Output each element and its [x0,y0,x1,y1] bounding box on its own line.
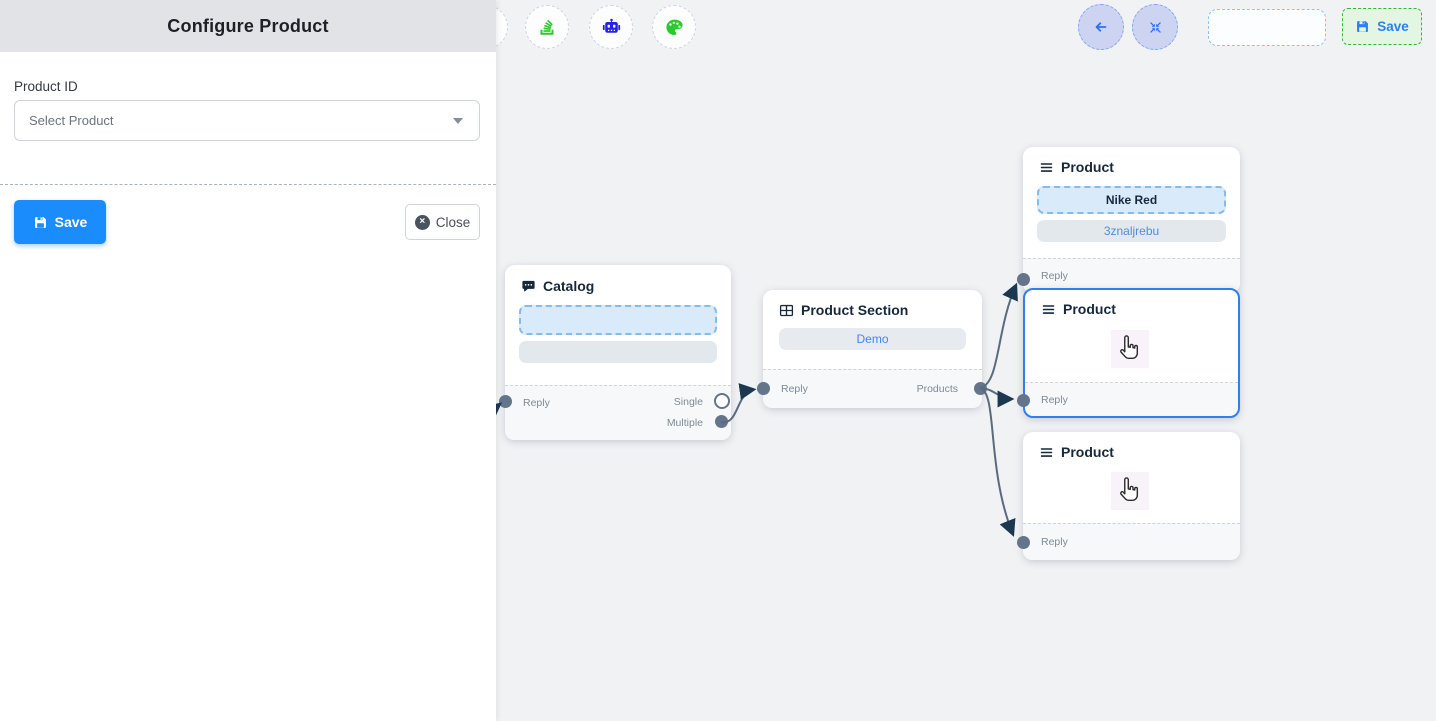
product-1-reply-handle[interactable] [1016,272,1030,286]
handle-label-reply: Reply [523,397,550,409]
toolbar-hidden-button[interactable] [496,5,508,49]
node-title: Product [1061,444,1114,460]
save-floppy-icon [34,216,46,228]
empty-drop-slot[interactable] [1208,9,1326,46]
handle-label-reply: Reply [1041,270,1068,282]
configure-product-panel: Configure Product Product ID Select Prod… [0,0,496,721]
section-demo-chip[interactable]: Demo [779,328,966,350]
node-title: Product [1063,301,1116,317]
flow-canvas[interactable]: Save Catalog Reply Single [496,0,1436,721]
section-products-handle[interactable] [973,381,987,395]
canvas-save-button[interactable]: Save [1342,8,1422,45]
handle-label-single: Single [673,396,703,408]
node-title: Product Section [801,302,909,318]
handle-label-reply: Reply [1041,394,1068,406]
panel-title: Configure Product [167,15,329,36]
grid-icon [779,304,794,316]
node-product-3-footer: Reply [1023,523,1240,560]
chevron-down-icon [453,117,463,124]
catalog-single-handle[interactable] [714,393,730,409]
catalog-empty-row[interactable] [519,341,717,363]
toolbar-stack-button[interactable] [525,5,569,49]
robot-icon [602,18,620,33]
node-product-1-header: Product [1023,147,1240,175]
catalog-multiple-handle[interactable] [714,415,728,428]
handle-label-reply: Reply [781,383,808,395]
node-product-3[interactable]: Product Reply [1016,432,1240,560]
canvas-save-label: Save [1377,19,1409,34]
product-id-label: Product ID [14,79,78,94]
fit-view-icon [1149,21,1161,33]
node-product-section-footer: Reply Products [763,369,982,408]
node-product-2[interactable]: Product Reply [1017,288,1240,418]
node-catalog-footer: Reply Single Multiple [505,385,731,440]
handle-label-multiple: Multiple [666,417,703,429]
back-button[interactable] [1078,4,1124,50]
node-catalog-header: Catalog [505,265,731,294]
stack-icon [540,19,554,35]
product-option-chip[interactable]: Nike Red [1037,186,1226,214]
catalog-empty-option[interactable] [519,305,717,335]
save-button[interactable]: Save [14,200,106,244]
handle-label-reply: Reply [1041,536,1068,548]
back-arrow-icon [1095,22,1107,32]
node-catalog[interactable]: Catalog Reply Single Multiple [498,265,731,440]
product-3-reply-handle[interactable] [1016,535,1030,549]
hamburger-icon [1040,447,1053,457]
node-product-2-footer: Reply [1025,382,1238,416]
chat-bubble-icon [522,280,535,291]
close-x-icon: × [414,214,430,230]
cursor-overlay [1111,472,1149,510]
section-reply-handle[interactable] [756,381,770,395]
product-2-reply-handle[interactable] [1017,393,1030,407]
product-select-value: Select Product [29,113,114,128]
toolbar-theme-button[interactable] [652,5,696,49]
node-product-section-header: Product Section [763,290,982,318]
catalog-reply-handle[interactable] [498,395,512,408]
cursor-overlay [1111,330,1149,368]
node-title: Product [1061,159,1114,175]
product-select[interactable]: Select Product [14,100,480,141]
save-floppy-icon [1357,21,1369,32]
node-product-2-header: Product [1025,290,1238,317]
hand-pointer-cursor-icon [1120,477,1139,502]
panel-divider [0,184,496,185]
toolbar-bot-button[interactable] [589,5,633,49]
node-product-1[interactable]: Product Nike Red 3znaljrebu Reply [1016,147,1240,293]
node-title: Catalog [543,278,595,294]
palette-icon [665,19,683,35]
hand-pointer-cursor-icon [1120,335,1139,360]
node-product-section[interactable]: Product Section Demo Reply Products [756,290,987,408]
fit-view-button[interactable] [1132,4,1178,50]
save-button-label: Save [54,214,88,230]
node-product-3-header: Product [1023,432,1240,460]
hamburger-icon [1040,162,1053,172]
node-product-1-footer: Reply [1023,258,1240,293]
product-id-chip[interactable]: 3znaljrebu [1037,220,1226,242]
close-button[interactable]: × Close [405,204,480,240]
hamburger-icon [1042,304,1055,314]
close-button-label: Close [435,214,471,230]
handle-label-products: Products [916,383,958,395]
panel-header: Configure Product [0,0,496,52]
